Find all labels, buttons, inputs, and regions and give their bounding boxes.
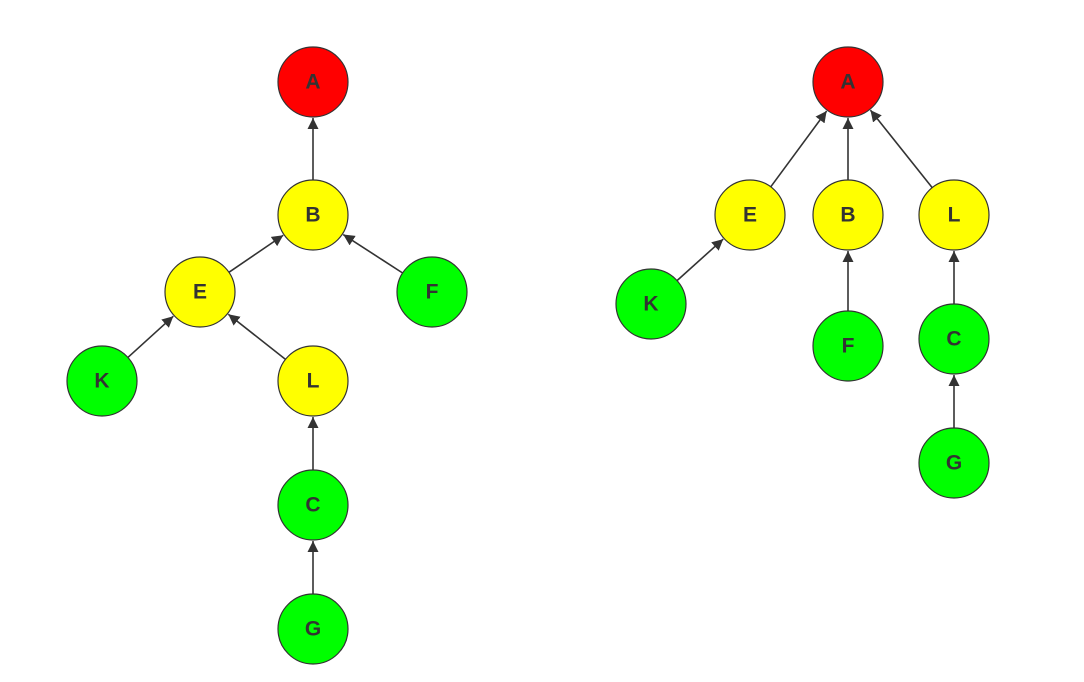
node-label: F: [842, 335, 855, 358]
node-label: E: [743, 204, 757, 227]
node-circle-internal: [277, 179, 349, 251]
node-l: L: [918, 179, 990, 251]
node-circle-leaf: [66, 345, 138, 417]
node-circle-internal: [714, 179, 786, 251]
right-tree-diagram: A E B L K F C G: [615, 46, 990, 499]
node-k: K: [66, 345, 138, 417]
node-label: B: [840, 204, 855, 227]
edge-k-to-e: [127, 315, 174, 359]
node-label: C: [946, 328, 961, 351]
node-circle-root: [277, 46, 349, 118]
node-label: A: [840, 71, 855, 94]
node-a: A: [277, 46, 349, 118]
node-circle-leaf: [396, 256, 468, 328]
node-label: C: [305, 494, 320, 517]
node-circle-root: [812, 46, 884, 118]
node-label: L: [307, 370, 320, 393]
node-a: A: [812, 46, 884, 118]
edge-e-to-a: [770, 110, 828, 188]
node-f: F: [396, 256, 468, 328]
node-label: L: [948, 204, 961, 227]
node-label: B: [305, 204, 320, 227]
node-circle-internal: [918, 179, 990, 251]
node-label: G: [946, 452, 962, 475]
edge-l-to-a: [869, 109, 933, 189]
node-g: G: [918, 427, 990, 499]
node-label: A: [305, 71, 320, 94]
node-label: G: [305, 618, 321, 641]
node-label: K: [643, 293, 658, 316]
edge-e-to-b: [228, 234, 284, 273]
edge-k-to-e: [676, 238, 724, 282]
node-label: F: [426, 281, 439, 304]
node-circle-leaf: [918, 303, 990, 375]
node-c: C: [277, 469, 349, 541]
node-b: B: [812, 179, 884, 251]
node-circle-internal: [277, 345, 349, 417]
node-e: E: [714, 179, 786, 251]
node-label: K: [94, 370, 109, 393]
node-b: B: [277, 179, 349, 251]
node-circle-leaf: [277, 593, 349, 665]
node-circle-internal: [164, 256, 236, 328]
node-circle-leaf: [918, 427, 990, 499]
edge-f-to-b: [342, 233, 404, 274]
node-c: C: [918, 303, 990, 375]
edge-l-to-e: [227, 313, 286, 360]
node-circle-internal: [812, 179, 884, 251]
node-circle-leaf: [812, 310, 884, 382]
node-e: E: [164, 256, 236, 328]
node-f: F: [812, 310, 884, 382]
node-circle-leaf: [277, 469, 349, 541]
node-circle-leaf: [615, 268, 687, 340]
left-tree-diagram: A B E F K L C G: [66, 46, 468, 665]
node-k: K: [615, 268, 687, 340]
node-label: E: [193, 281, 207, 304]
node-g: G: [277, 593, 349, 665]
node-l: L: [277, 345, 349, 417]
